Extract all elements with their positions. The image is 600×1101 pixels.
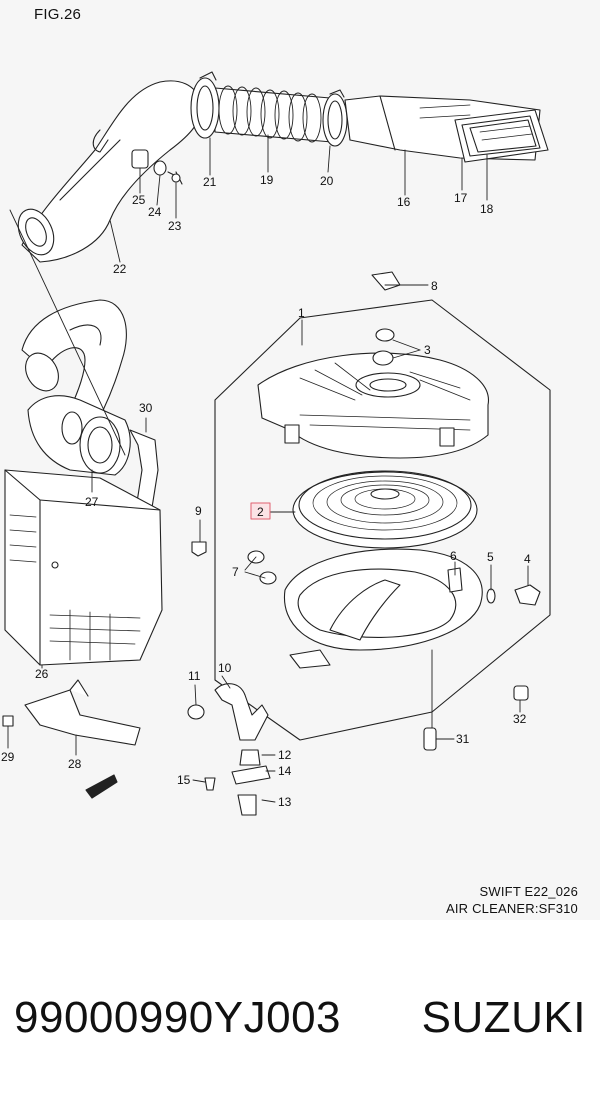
callout-22: 22 <box>113 262 127 276</box>
bracket-28 <box>24 689 141 746</box>
upper-case-1 <box>257 352 489 459</box>
callout-29: 29 <box>1 750 15 764</box>
callout-31: 31 <box>456 732 470 746</box>
callout-3: 3 <box>424 343 431 357</box>
bolt-29 <box>2 715 14 727</box>
callout-2: 2 <box>257 505 264 519</box>
callout-24: 24 <box>148 205 162 219</box>
grille-18 <box>469 119 537 153</box>
callout-5: 5 <box>487 550 494 564</box>
brand-name: SUZUKI <box>421 993 586 1042</box>
highlight-box-2 <box>250 502 271 520</box>
duct-connector-27 <box>27 395 131 476</box>
callout-11: 11 <box>188 669 201 683</box>
grommet-3a <box>375 328 395 342</box>
hose-10 <box>214 683 269 741</box>
callout-23: 23 <box>168 219 182 233</box>
bellows-hose-19 <box>190 71 348 147</box>
callout-10: 10 <box>218 661 232 675</box>
callout-20: 20 <box>320 174 334 188</box>
bracket-8 <box>371 271 401 291</box>
callout-numbers: 1 2 3 4 5 6 7 8 9 10 11 12 13 14 15 16 1… <box>1 173 531 809</box>
callout-4: 4 <box>524 552 531 566</box>
callout-13: 13 <box>278 795 292 809</box>
clip-6 <box>447 567 463 593</box>
leader-lines <box>7 134 529 803</box>
resonator-box-26 <box>4 469 163 666</box>
oring-5 <box>486 588 496 604</box>
callout-21: 21 <box>203 175 217 189</box>
callout-7: 7 <box>232 565 239 579</box>
callout-16: 16 <box>397 195 411 209</box>
plug-32 <box>513 685 529 701</box>
callout-18: 18 <box>480 202 494 216</box>
lower-case <box>283 548 483 669</box>
bolt-9 <box>191 541 207 557</box>
callout-15: 15 <box>177 773 191 787</box>
part-caption: 99000990YJ003 SUZUKI <box>14 988 586 1048</box>
callout-30: 30 <box>139 401 153 415</box>
clamp-21 <box>190 77 220 139</box>
callout-25: 25 <box>132 193 146 207</box>
clamp-20 <box>322 93 348 147</box>
diagram-area: FIG.26 <box>1 6 578 916</box>
callout-6: 6 <box>450 549 457 563</box>
bracket-14 <box>231 765 271 785</box>
pin-31 <box>423 727 437 751</box>
callout-28: 28 <box>68 757 82 771</box>
callout-1: 1 <box>298 306 305 320</box>
callout-32: 32 <box>513 712 527 726</box>
callout-14: 14 <box>278 764 292 778</box>
filter-element-2 <box>292 470 478 549</box>
callout-12: 12 <box>278 748 292 762</box>
callout-9: 9 <box>195 504 202 518</box>
callout-19: 19 <box>260 173 274 187</box>
callout-27: 27 <box>85 495 99 509</box>
clamp-11 <box>187 704 205 720</box>
part-number: 99000990YJ003 <box>14 993 342 1042</box>
fwd-arrow-icon <box>85 774 118 799</box>
callout-17: 17 <box>454 191 468 205</box>
inlet-duct-16 <box>344 95 549 163</box>
sensor-4 <box>514 584 541 606</box>
callout-26: 26 <box>35 667 49 681</box>
grommet-3b <box>372 350 394 366</box>
model-line: SWIFT E22_026 <box>479 884 578 899</box>
figure-label: FIG.26 <box>34 6 82 23</box>
callout-8: 8 <box>431 279 438 293</box>
exploded-parts-diagram: 1 2 3 4 5 6 7 8 9 10 11 12 13 14 15 16 1… <box>1 71 551 816</box>
screw-15 <box>204 777 216 791</box>
intake-hose-22 <box>17 80 202 263</box>
grommet-7b <box>259 571 277 585</box>
section-line: AIR CLEANER:SF310 <box>445 901 578 916</box>
valve-12 <box>239 749 261 766</box>
valve-13 <box>237 794 257 816</box>
